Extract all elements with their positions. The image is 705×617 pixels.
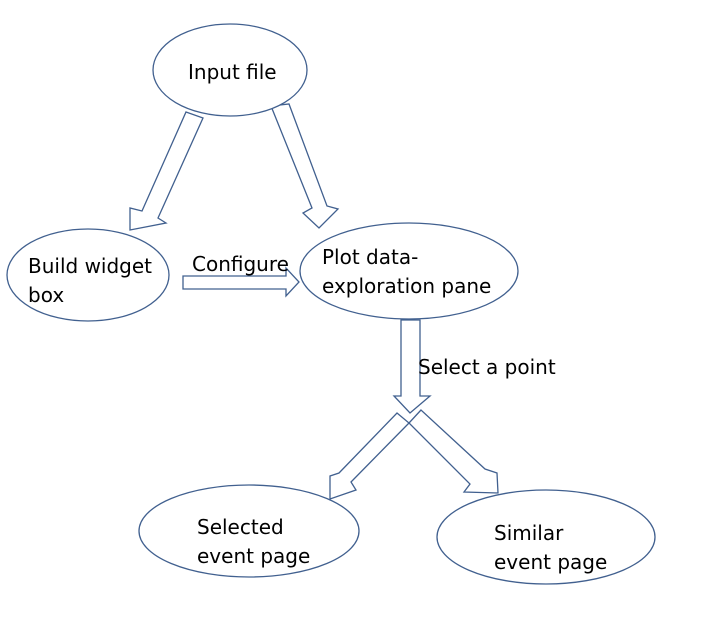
edge-label-configure: Configure [192, 252, 289, 276]
node-similar-event-page [436, 489, 656, 585]
node-label-build-widget-line2: box [28, 283, 64, 307]
node-plot-pane [299, 222, 519, 320]
node-label-input-file: Input file [188, 60, 277, 84]
node-input-file [152, 23, 308, 117]
node-label-similar-line1: Similar [494, 521, 564, 545]
arrow-plot-to-split [392, 319, 432, 414]
node-label-similar-line2: event page [494, 550, 607, 574]
edge-label-select-point: Select a point [418, 355, 556, 379]
node-label-plot-pane-line1: Plot data- [322, 245, 418, 269]
node-label-build-widget-line1: Build widget [28, 254, 152, 278]
arrow-input-to-plot [270, 103, 340, 229]
node-label-selected-line1: Selected [197, 515, 284, 539]
arrow-split-to-similar [408, 409, 499, 494]
arrow-input-to-build [129, 111, 204, 231]
node-build-widget-box [6, 228, 170, 322]
node-label-selected-line2: event page [197, 544, 310, 568]
arrow-split-to-selected [329, 412, 410, 500]
arrow-configure [182, 266, 300, 298]
node-selected-event-page [138, 484, 360, 578]
node-label-plot-pane-line2: exploration pane [322, 274, 491, 298]
